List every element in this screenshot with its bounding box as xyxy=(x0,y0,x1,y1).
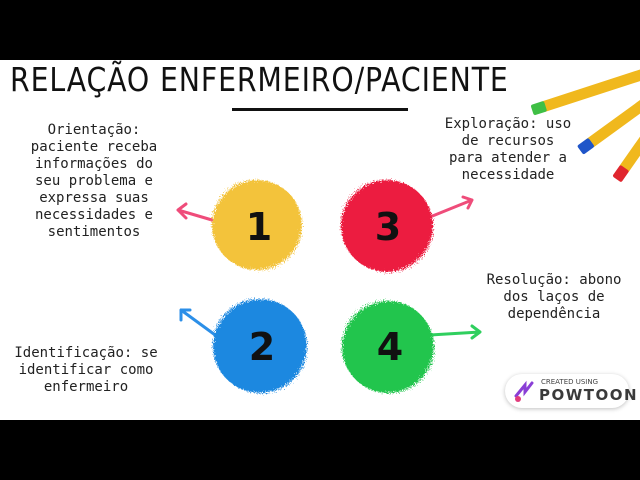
badge-small-text: CREATED USING xyxy=(541,378,598,386)
text-identificacao: Identificação: se identificar como enfer… xyxy=(6,345,166,396)
arrow-4 xyxy=(430,326,480,338)
text-orientacao: Orientação: paciente receba informações … xyxy=(18,122,170,241)
text-exploracao: Exploração: uso de recursos para atender… xyxy=(432,116,584,184)
circle-1-number: 1 xyxy=(246,205,272,249)
circle-4-number: 4 xyxy=(377,325,403,369)
badge-brand-text: POWTOON xyxy=(539,386,638,404)
powtoon-badge[interactable]: CREATED USING POWTOON xyxy=(505,374,629,408)
circle-3-number: 3 xyxy=(375,205,401,249)
slide: RELAÇÃO ENFERMEIRO/PACIENTE xyxy=(0,60,640,420)
circle-2-number: 2 xyxy=(249,325,275,369)
powtoon-logo-icon xyxy=(511,378,537,404)
arrow-1 xyxy=(178,204,212,220)
arrow-3 xyxy=(430,197,472,217)
text-resolucao: Resolução: abono dos laços de dependênci… xyxy=(470,272,638,323)
